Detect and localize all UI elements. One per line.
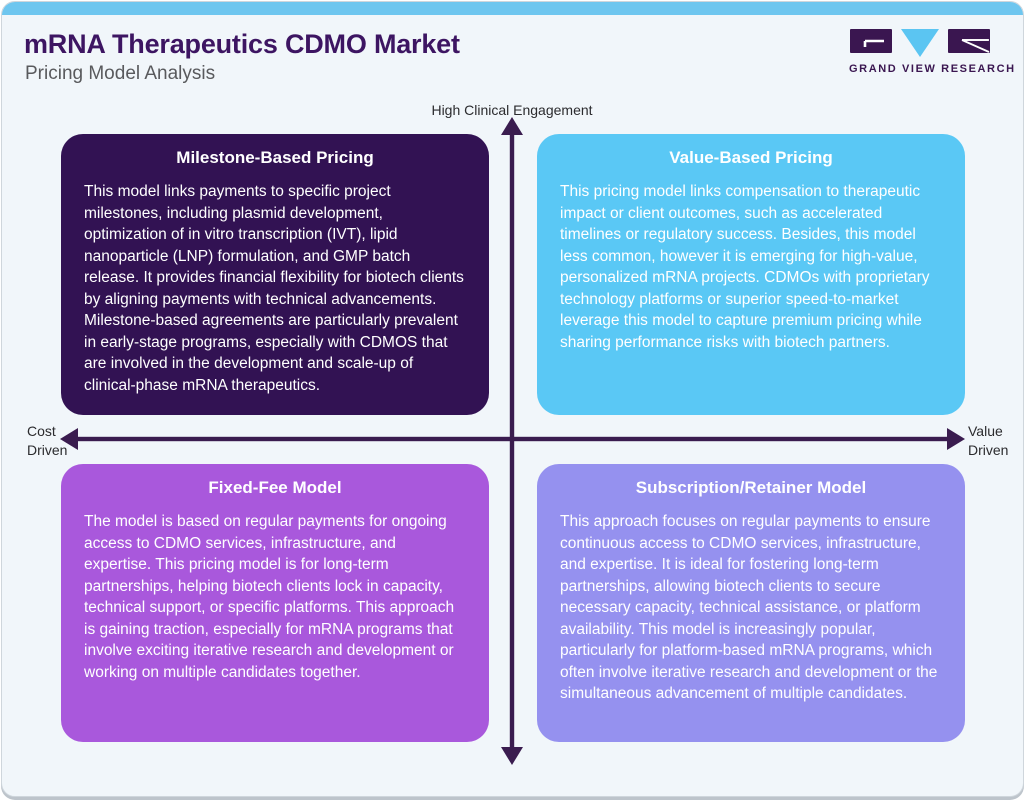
grand-view-research-logo: GRAND VIEW RESEARCH [849,28,1016,75]
axis-label-value-line2: Driven [968,442,1009,458]
quadrant-fixed-fee-model: Fixed-Fee Model The model is based on re… [61,464,489,742]
page-title: mRNA Therapeutics CDMO Market [24,29,460,59]
axis-label-high-clinical-engagement: High Clinical Engagement [431,102,593,118]
quadrant-title: Milestone-Based Pricing [176,148,374,167]
top-accent-bar [2,2,1023,15]
quadrant-title: Subscription/Retainer Model [635,478,867,497]
quadrant-body: This approach focuses on regular payment… [560,513,938,702]
quadrant-title: Fixed-Fee Model [208,478,342,497]
axis-label-value-driven: Value Driven [968,422,1008,460]
quadrant-body: This pricing model links compensation to… [560,183,930,351]
horizontal-axis-arrow [60,428,965,450]
axis-label-cost-line2: Driven [27,442,68,458]
page-subtitle: Pricing Model Analysis [25,63,216,84]
quadrant-title: Value-Based Pricing [669,148,833,167]
quadrant-value-based-pricing: Value-Based Pricing This pricing model l… [537,134,965,415]
quadrant-milestone-based-pricing: Milestone-Based Pricing This model links… [61,134,489,415]
axis-label-cost-line1: Cost [27,423,56,439]
quadrant-body: This model links payments to specific pr… [84,183,464,394]
quadrant-subscription-retainer-model: Subscription/Retainer Model This approac… [537,464,965,742]
quadrant-body: The model is based on regular payments f… [84,513,455,681]
axis-label-value-line1: Value [968,423,1003,439]
logo-wordmark: GRAND VIEW RESEARCH [849,63,1016,75]
gvr-logo-icon [850,29,990,57]
axis-label-cost-driven: Cost Driven [27,422,67,460]
